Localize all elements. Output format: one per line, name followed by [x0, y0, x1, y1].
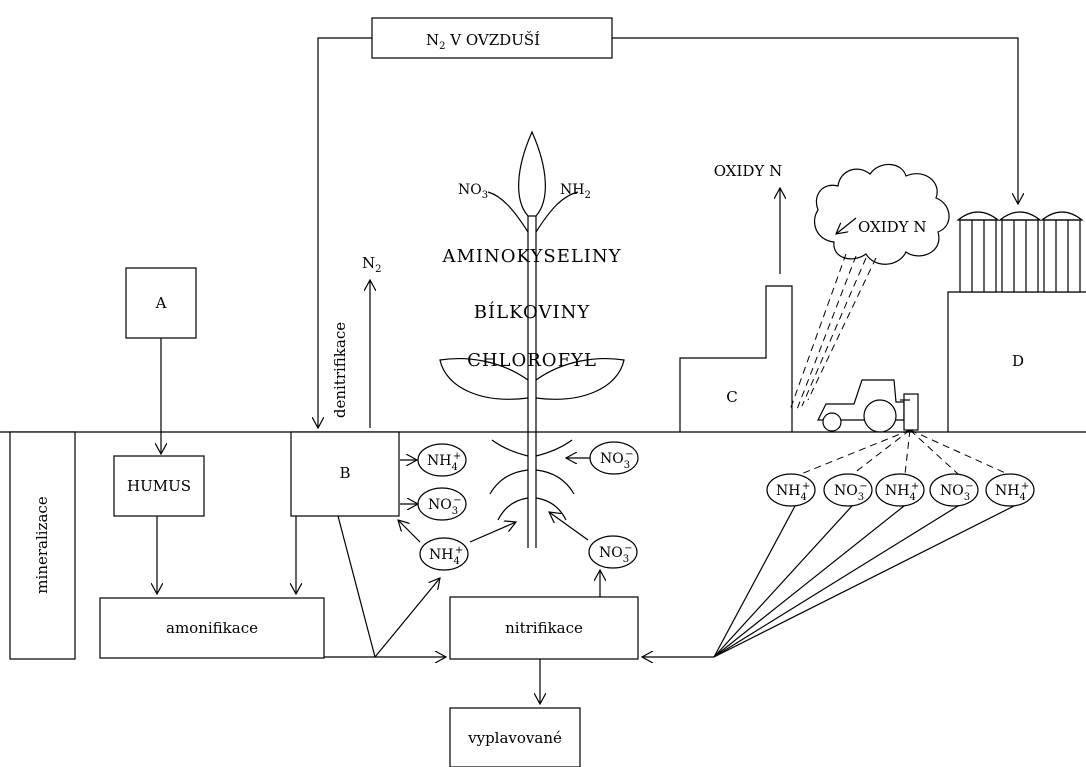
fertilizer-ion-nh4-2: NH4+ — [876, 474, 924, 506]
arrow-branch-to-nh4 — [375, 578, 440, 657]
no3-plant-label: NO3 — [458, 182, 488, 201]
aminokyseliny-label: AMINOKYSELINY — [441, 246, 621, 267]
ion-nh4-lower: NH4+ — [420, 538, 468, 570]
factory-d-label: D — [1012, 352, 1024, 370]
ion-no3-lower: NO3− — [589, 536, 637, 568]
tractor-illustration — [818, 380, 918, 432]
humus-label: HUMUS — [127, 477, 191, 495]
cloud-arrow — [836, 218, 856, 234]
arrow-nh4-to-plant — [470, 522, 516, 542]
bilkoviny-label: BÍLKOVINY — [474, 300, 591, 323]
mineralizace-label: mineralizace — [33, 496, 51, 594]
box-b-label: B — [339, 464, 350, 482]
oxidy-cloud-label: OXIDY N — [858, 218, 926, 236]
n2-label: N2 — [362, 254, 382, 275]
chlorofyl-label: CHLOROFYL — [467, 350, 597, 371]
denitrifikace-label: denitrifikace — [331, 322, 349, 418]
arrow-atmosphere-to-fertilizer — [612, 38, 1018, 204]
fertilizer-ion-nh4-3: NH4+ — [986, 474, 1034, 506]
cloud-shape — [815, 164, 950, 264]
acid-rain-lines — [790, 254, 876, 412]
fertilizer-ion-no3-2: NO3− — [930, 474, 978, 506]
arrow-no3-to-plant — [549, 512, 588, 540]
fertilizer-ion-nh4-1: NH4+ — [767, 474, 815, 506]
fertilizer-convergence-lines — [714, 506, 1014, 657]
factory-c-label: C — [726, 388, 737, 406]
amonifikace-label: amonifikace — [166, 619, 258, 637]
nitrifikace-label: nitrifikace — [505, 619, 583, 637]
oxidy-smoke-label: OXIDY N — [714, 162, 782, 180]
ion-no3-right: NO3− — [590, 442, 638, 474]
line-b-diagonal — [338, 516, 375, 657]
box-a-label: A — [155, 294, 167, 312]
ion-no3-b: NO3− — [418, 488, 466, 520]
vyplavovane-label: vyplavované — [467, 729, 562, 747]
arrow-nh4-to-b — [398, 520, 420, 542]
factory-c — [680, 286, 792, 432]
ion-nh4-b: NH4+ — [418, 444, 466, 476]
silos — [958, 212, 1082, 292]
fertilizer-spray-lines — [796, 430, 1012, 476]
fertilizer-ion-no3-1: NO3− — [824, 474, 872, 506]
